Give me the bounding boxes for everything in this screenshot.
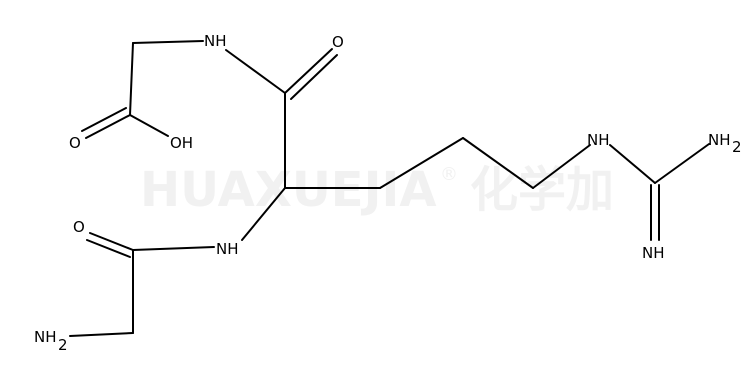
atom-nh-glycine: NH [204,32,227,50]
bond-cb-cg [379,137,464,189]
atom-nh2-terminal-subscript: 2 [58,336,68,354]
bond-acid-co-double-1 [85,114,131,139]
atom-o-amide-top: O [332,33,344,51]
bond-nh-guan-c [609,144,656,184]
bond-ch2-nh-gly [132,40,204,44]
bond-acid-coh [129,114,169,137]
bond-amide-co-double-1 [284,48,333,94]
atom-labels: NH O O OH NH NH 2 NH O NH NH 2 [34,32,742,354]
atom-oh-acid: OH [170,134,193,152]
atom-nh2-terminal: NH [34,328,57,346]
bond-nh-amide-c [225,49,286,94]
atom-nh-guanidine: NH [587,131,610,149]
atom-nh2-guanidine-subscript: 2 [732,138,742,156]
bond-ch2-cooh [129,42,134,116]
bond-amide-co-double-2 [290,54,338,100]
bonds [69,40,710,337]
watermark-registered-mark: ® [440,164,458,185]
watermark-chinese: 化学加 [470,162,614,218]
watermark: HUAXUEJIA ® 化学加 [140,162,614,218]
bond-left-co-double-2 [86,239,131,258]
bond-alpha-nh-left [241,187,286,241]
atom-o-amide-left: O [73,218,85,236]
bond-guan-c-nh2 [654,143,710,184]
bond-ch2-nh2 [69,332,134,337]
atom-nh-amide-left: NH [216,240,239,258]
atom-nh-imine: NH [642,244,665,262]
atom-o-acid: O [69,134,81,152]
bond-left-co-double-1 [89,232,134,251]
atom-nh2-guanidine: NH [708,131,731,149]
bond-cd-nh-guan [532,144,591,189]
bond-cg-cd [462,137,534,189]
bond-acid-co-double-2 [81,107,127,132]
watermark-brand: HUAXUEJIA [140,162,436,218]
bond-nh-left-amide-c [132,246,215,251]
